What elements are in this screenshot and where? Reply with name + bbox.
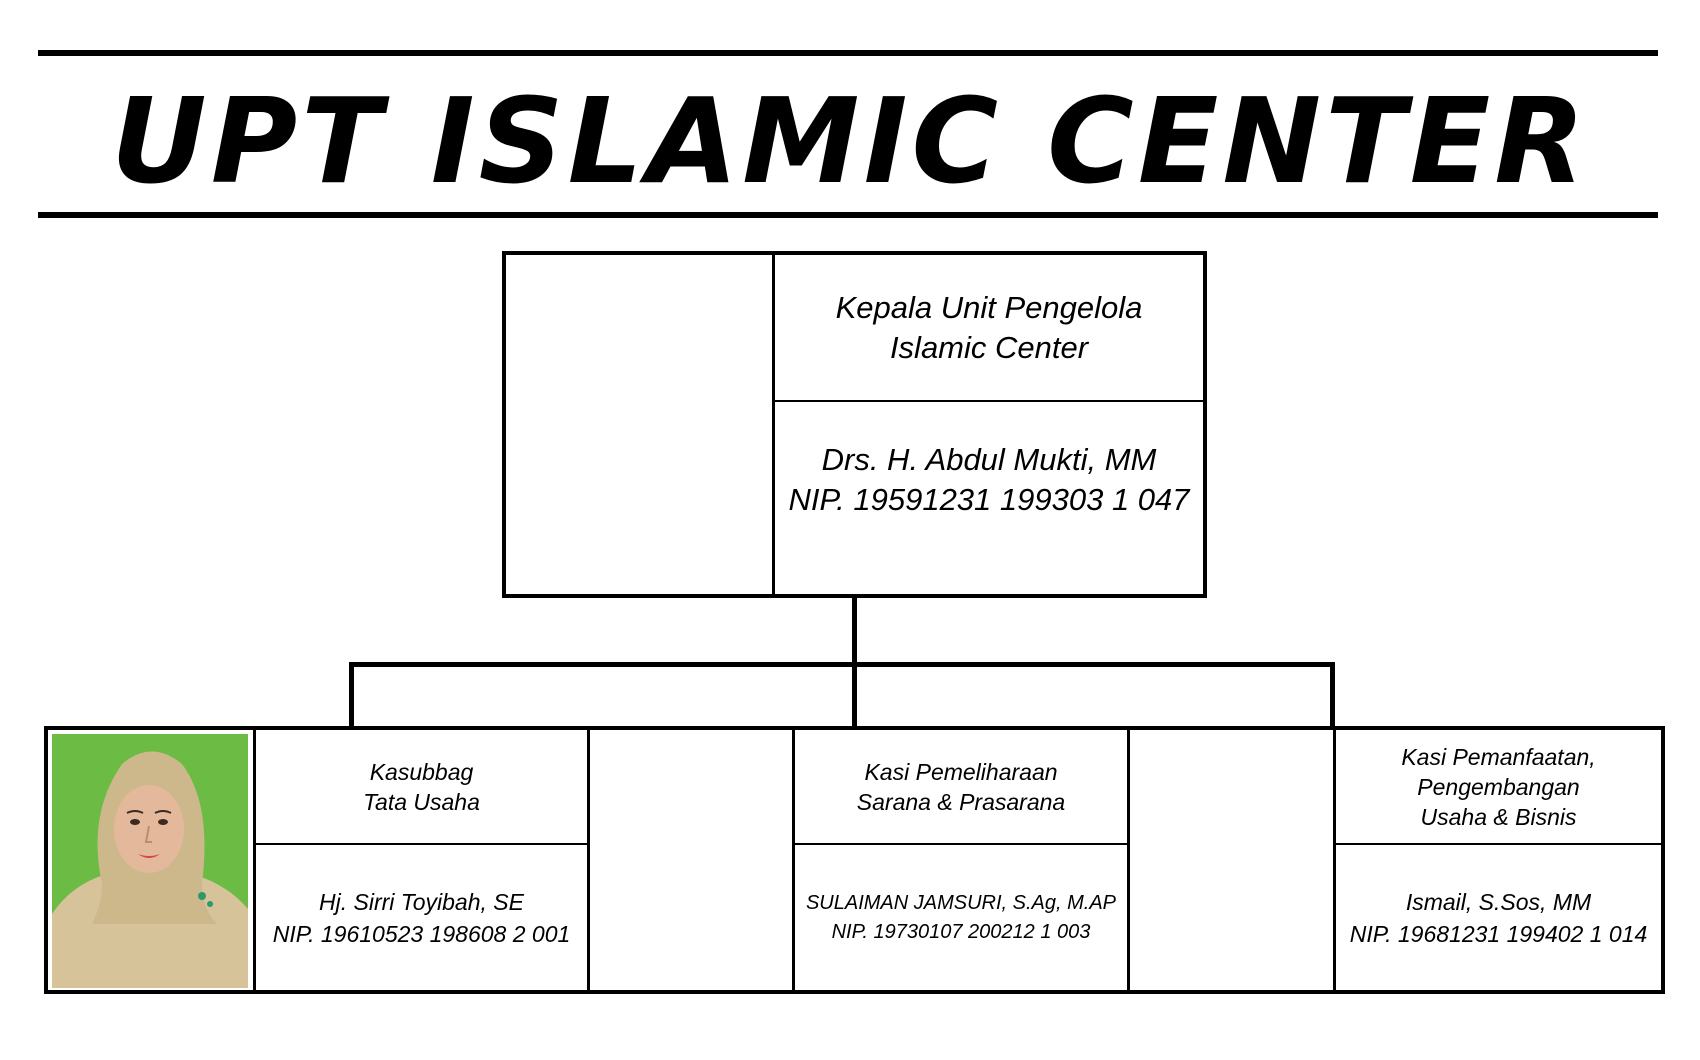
unit1-name: Hj. Sirri Toyibah, SE: [319, 888, 524, 915]
units-box: Kasubbag Tata Usaha Hj. Sirri Toyibah, S…: [44, 726, 1665, 994]
units-divider-1: [253, 730, 256, 990]
units-divider-3: [792, 730, 795, 990]
staff-photo: [52, 734, 248, 988]
head-position-line2: Islamic Center: [889, 329, 1089, 365]
unit2-position-line2: Sarana & Prasarana: [856, 788, 1066, 815]
unit1-position-line1: Kasubbag: [369, 758, 474, 785]
head-divider: [772, 255, 775, 594]
head-name: Drs. H. Abdul Mukti, MM: [821, 441, 1157, 477]
connector-left: [349, 662, 354, 728]
units-divider-4: [1127, 730, 1130, 990]
unit3-person: Ismail, S.Sos, MM NIP. 19681231 199402 1…: [1336, 845, 1661, 990]
head-box: Kepala Unit Pengelola Islamic Center Drs…: [502, 251, 1207, 598]
header-bottom-rule: [38, 212, 1658, 218]
unit1-position-line2: Tata Usaha: [363, 788, 480, 815]
unit3-name: Ismail, S.Sos, MM: [1405, 888, 1592, 915]
unit2-photo-slot: [590, 730, 794, 990]
head-row-divider: [775, 400, 1203, 402]
connector-bar: [349, 662, 1335, 667]
header-top-rule: [38, 50, 1658, 56]
unit1-nip: NIP. 19610523 198608 2 001: [272, 920, 571, 947]
unit3-nip: NIP. 19681231 199402 1 014: [1349, 920, 1648, 947]
head-position-line1: Kepala Unit Pengelola: [835, 289, 1143, 325]
unit2-position-line1: Kasi Pemeliharaan: [864, 758, 1058, 785]
unit3-position: Kasi Pemanfaatan, Pengembangan Usaha & B…: [1336, 730, 1661, 843]
connector-right: [1330, 662, 1335, 728]
unit2-position: Kasi Pemeliharaan Sarana & Prasarana: [795, 730, 1127, 843]
unit2-nip: NIP. 19730107 200212 1 003: [831, 920, 1091, 943]
unit2-person: SULAIMAN JAMSURI, S.Ag, M.AP NIP. 197301…: [795, 845, 1127, 990]
unit2-row-divider: [795, 843, 1127, 845]
unit1-person: Hj. Sirri Toyibah, SE NIP. 19610523 1986…: [256, 845, 587, 990]
units-divider-5: [1333, 730, 1336, 990]
head-nip: NIP. 19591231 199303 1 047: [788, 481, 1190, 517]
head-position: Kepala Unit Pengelola Islamic Center: [775, 255, 1203, 400]
unit3-position-line2: Pengembangan: [1417, 773, 1580, 800]
unit3-position-line3: Usaha & Bisnis: [1420, 803, 1577, 830]
unit3-row-divider: [1336, 843, 1661, 845]
head-photo-slot: [506, 255, 773, 594]
head-person: Drs. H. Abdul Mukti, MM NIP. 19591231 19…: [775, 402, 1203, 557]
unit1-position: Kasubbag Tata Usaha: [256, 730, 587, 843]
unit3-photo-slot: [1130, 730, 1335, 990]
unit1-row-divider: [256, 843, 587, 845]
units-divider-2: [587, 730, 590, 990]
page-title: UPT ISLAMIC CENTER: [110, 72, 1590, 210]
unit2-name: SULAIMAN JAMSURI, S.Ag, M.AP: [805, 891, 1117, 914]
unit3-position-line1: Kasi Pemanfaatan,: [1401, 743, 1596, 770]
portrait-illustration: [52, 734, 248, 988]
